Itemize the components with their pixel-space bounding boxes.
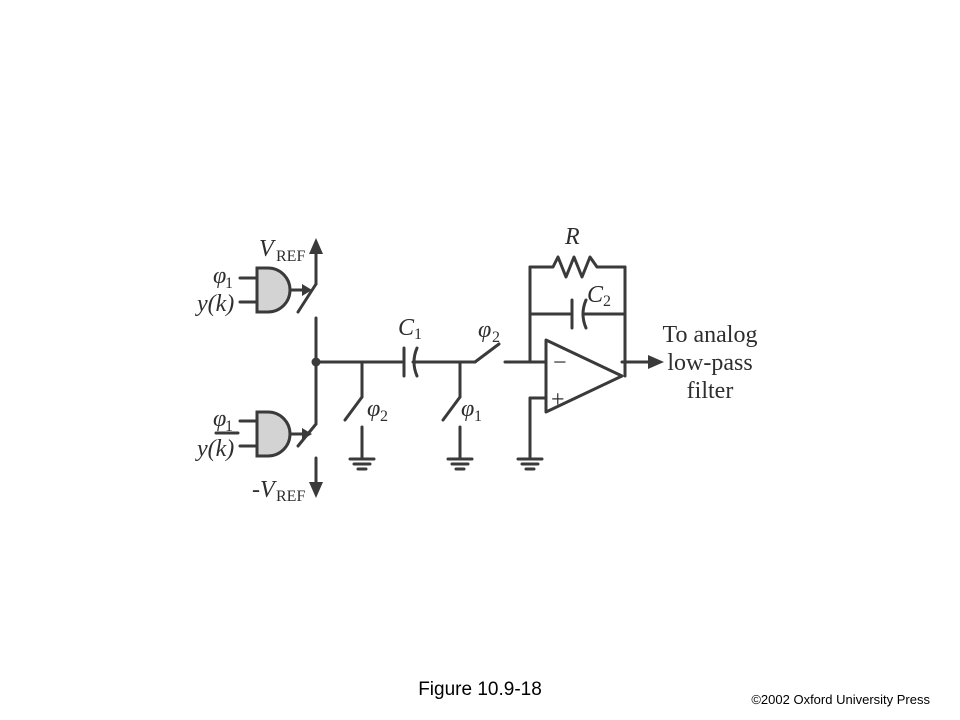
and-gate-top: [238, 266, 312, 314]
vref-bottom-supply: -V REF: [252, 456, 323, 505]
feedback-network: [528, 255, 627, 378]
gate1-input-label: y(k): [195, 291, 234, 317]
output-label-line3: filter: [687, 378, 734, 404]
sw-c1-top-phi: φ: [478, 317, 491, 343]
opamp-plus-label: +: [551, 387, 565, 413]
down-arrow-icon: [309, 482, 323, 498]
gate2-phi-subscript: 1: [225, 418, 233, 435]
sw-shunt-left-subscript: 2: [380, 408, 388, 425]
shunt-switch-left: [343, 360, 376, 471]
gate1-phi-subscript: 1: [225, 275, 233, 292]
gate2-phi-label: φ: [213, 406, 226, 432]
up-arrow-icon: [309, 238, 323, 254]
control-arrow-icon: [302, 428, 312, 440]
output-label-line1: To analog: [663, 322, 758, 348]
vref-top-subscript: REF: [276, 248, 305, 265]
cap2-subscript: 2: [603, 293, 611, 310]
vref-top-supply: V REF: [259, 236, 323, 286]
vref-top-label: V: [259, 236, 276, 262]
vref-bottom-subscript: REF: [276, 488, 305, 505]
op-amp: [544, 338, 624, 414]
figure-caption: Figure 10.9-18: [418, 679, 542, 700]
shunt-switch-right: [441, 360, 474, 471]
series-switch-phi2: [473, 342, 501, 364]
gate1-phi-label: φ: [213, 263, 226, 289]
cap2-label: C: [587, 282, 604, 308]
opamp-minus-label: −: [553, 350, 567, 376]
sw-shunt-right-phi: φ: [461, 396, 474, 422]
vref-bottom-label: -V: [252, 477, 277, 503]
noninverting-ground: [516, 396, 548, 471]
sw-shunt-right-subscript: 1: [474, 408, 482, 425]
cap1-label: C: [398, 315, 415, 341]
capacitor-c1: [402, 346, 462, 378]
sw-shunt-left-phi: φ: [367, 396, 380, 422]
and-gate-bottom: [238, 410, 312, 458]
sw-c1-top-subscript: 2: [492, 329, 500, 346]
right-arrow-icon: [648, 355, 664, 369]
cap1-subscript: 1: [414, 326, 422, 343]
output-label-line2: low-pass: [667, 350, 752, 376]
resistor-label: R: [564, 224, 580, 250]
switch-vref-top: [296, 282, 318, 314]
resistor-r: [528, 255, 627, 279]
copyright-notice: ©2002 Oxford University Press: [751, 692, 930, 707]
control-arrow-icon: [302, 284, 312, 296]
gate2-input-label: y(k): [195, 436, 234, 462]
